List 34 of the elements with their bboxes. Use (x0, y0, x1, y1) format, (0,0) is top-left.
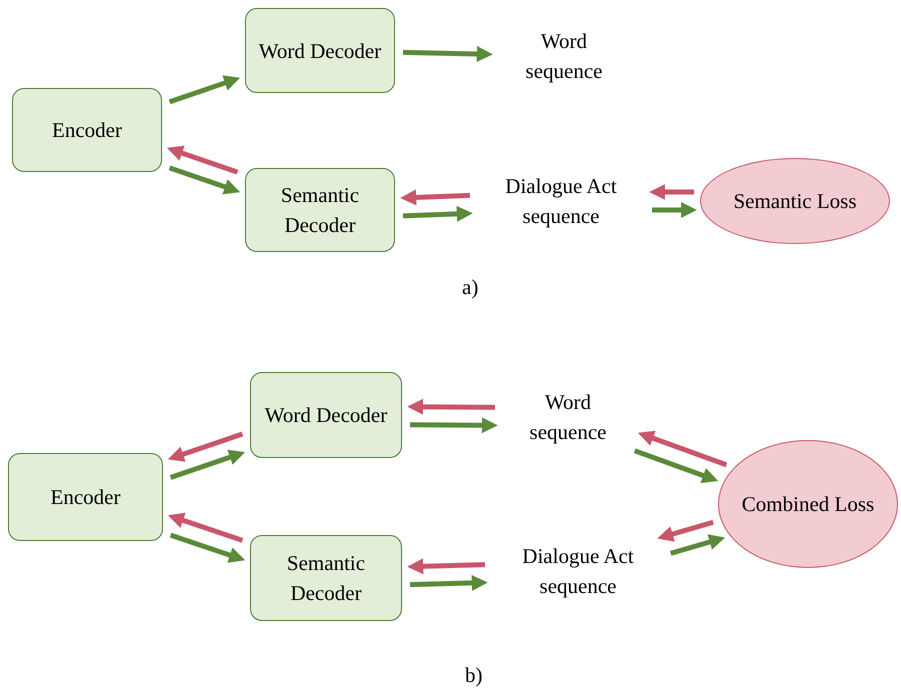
arrow (638, 430, 728, 468)
arrow (166, 146, 238, 174)
panel-label: b) (465, 662, 482, 688)
arrow (407, 558, 486, 574)
arrow (402, 46, 493, 62)
arrow (168, 432, 244, 462)
output-text: Dialogue Act sequence (478, 170, 644, 232)
loss-ellipse: Combined Loss (718, 440, 898, 568)
process-box: Semantic Decoder (245, 168, 395, 252)
arrow (634, 448, 718, 484)
arrow (170, 450, 246, 480)
arrow (410, 574, 488, 591)
process-box: Encoder (8, 453, 163, 541)
arrow (670, 534, 726, 556)
output-text: Word sequence (498, 26, 630, 86)
output-text: Word sequence (503, 386, 633, 448)
arrow (410, 417, 498, 434)
arrow (657, 520, 714, 542)
process-box: Word Decoder (250, 372, 402, 458)
arrow (652, 202, 697, 218)
arrow (402, 206, 473, 222)
process-box: Encoder (12, 88, 162, 172)
loss-ellipse: Semantic Loss (700, 158, 890, 244)
arrow (168, 166, 240, 194)
output-text: Dialogue Act sequence (493, 540, 663, 602)
arrow (649, 184, 694, 200)
process-box: Word Decoder (245, 8, 395, 93)
arrow (407, 398, 496, 415)
panel-label: a) (462, 274, 478, 301)
arrow (168, 75, 240, 104)
process-box: Semantic Decoder (250, 535, 402, 621)
arrow (168, 512, 244, 543)
arrow (170, 532, 246, 563)
arrow (400, 189, 470, 206)
